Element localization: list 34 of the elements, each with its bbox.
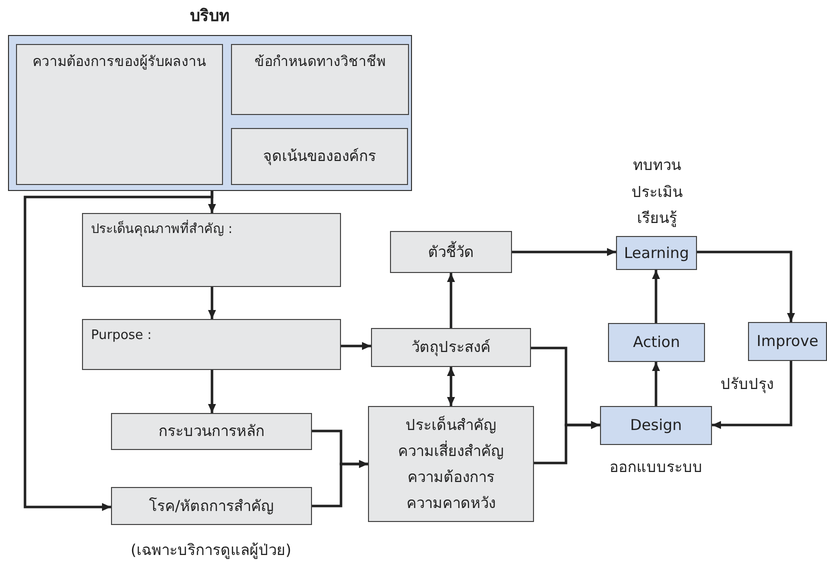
arrow xyxy=(534,421,600,464)
node-label: (เฉพาะบริการดูแลผู้ป่วย) xyxy=(130,540,292,561)
arrow xyxy=(447,367,455,406)
process-box: Design xyxy=(600,406,712,445)
arrow xyxy=(24,190,214,511)
node-label: ทบทวน xyxy=(632,155,682,176)
process-box: ประเด็นคุณภาพที่สำคัญ : xyxy=(82,213,341,287)
arrow xyxy=(312,460,368,508)
process-box: วัตถุประสงค์ xyxy=(371,328,531,367)
process-box: Action xyxy=(608,323,705,362)
process-box: กระบวนการหลัก xyxy=(111,413,312,450)
text-box: จุดเน้นขององค์กร xyxy=(231,128,408,185)
text-box: ความต้องการของผู้รับผลงาน xyxy=(16,44,223,185)
heading: บริบท xyxy=(189,5,231,27)
node-label: ปรับปรุง xyxy=(720,374,774,396)
arrow xyxy=(341,342,371,350)
process-box: ประเด็นสำคัญ ความเสี่ยงสำคัญ ความต้องการ ความคาดหวัง xyxy=(368,406,534,522)
process-box: Purpose : xyxy=(82,319,341,370)
arrow xyxy=(652,362,660,406)
arrow xyxy=(697,250,795,322)
process-box: Improve xyxy=(748,322,827,361)
arrow xyxy=(512,248,616,256)
text-box: ข้อกำหนดทางวิชาชีพ xyxy=(231,44,409,115)
arrow xyxy=(447,273,455,328)
arrow xyxy=(208,287,216,319)
arrow xyxy=(652,270,660,323)
process-box: ตัวชี้วัด xyxy=(390,231,512,273)
arrow xyxy=(712,361,792,429)
process-box: Learning xyxy=(616,236,697,270)
process-box: โรค/หัตถการสำคัญ xyxy=(111,487,312,525)
arrow xyxy=(208,370,216,413)
node-label: เรียนรู้ xyxy=(636,208,678,229)
node-label: ประเมิน xyxy=(630,182,684,203)
node-label: ออกแบบระบบ xyxy=(608,457,704,478)
